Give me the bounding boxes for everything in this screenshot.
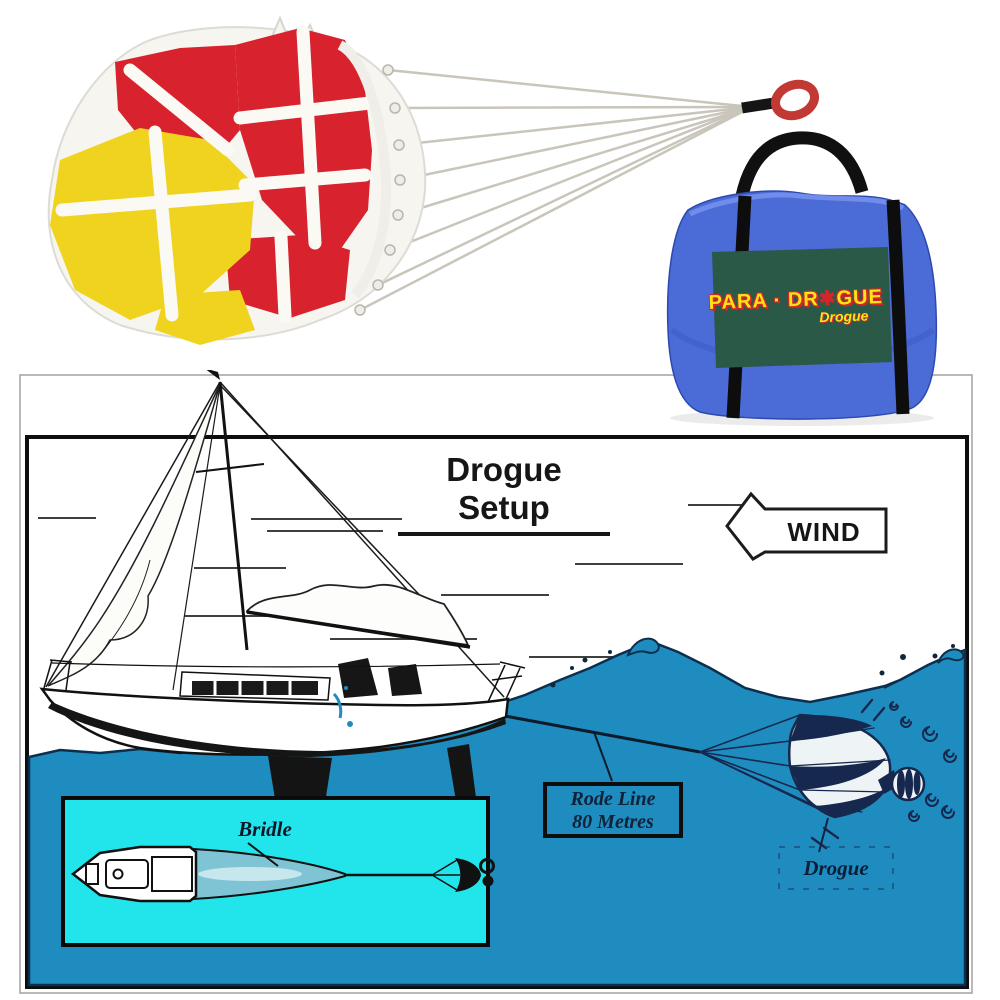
red-thimble-eye bbox=[771, 79, 819, 121]
bridle-label: Bridle bbox=[238, 817, 292, 841]
bow-pulpit bbox=[43, 659, 73, 691]
rode-line-callout-box: Rode Line 80 Metres bbox=[543, 782, 683, 838]
bag-brand-text: PARA · DR✱GUE Drogue bbox=[705, 284, 886, 329]
wind-arrow bbox=[725, 491, 888, 561]
drogue-float bbox=[878, 766, 926, 802]
drogue-setup-diagram bbox=[19, 370, 973, 994]
rode-line-text: Rode Line bbox=[570, 788, 656, 810]
bag-top-fold-highlight bbox=[688, 192, 905, 217]
canopy-skirt-band bbox=[337, 40, 392, 299]
drogue-gore-lines bbox=[789, 727, 891, 813]
inset-mini-drogue bbox=[431, 858, 495, 892]
bag-handle bbox=[735, 131, 869, 198]
spreader bbox=[195, 463, 265, 473]
bridle-highlight bbox=[198, 867, 302, 881]
parachute-drogue-photo bbox=[47, 15, 819, 345]
bag-strap-right bbox=[886, 199, 910, 415]
shroud-line bbox=[172, 384, 221, 691]
jib-fold bbox=[99, 559, 151, 656]
cabin-windows bbox=[192, 681, 318, 695]
brand-word-dr: DR bbox=[787, 288, 820, 312]
wave-crests bbox=[550, 637, 965, 689]
shroud-attachment-tabs bbox=[354, 64, 406, 316]
drogue-shroud-lines bbox=[699, 714, 836, 818]
bridle-leader-line bbox=[247, 842, 279, 867]
shroud-lines bbox=[359, 68, 743, 312]
brand-word-gue: GUE bbox=[836, 285, 884, 310]
forestay bbox=[45, 381, 221, 688]
spliced-eye-whipping bbox=[741, 97, 775, 114]
inset-boat-hull bbox=[70, 845, 198, 903]
mast bbox=[218, 381, 249, 651]
masthead-pennant bbox=[206, 370, 220, 380]
lifeline bbox=[51, 662, 501, 668]
bag-label-panel bbox=[712, 247, 892, 368]
diagram-title: Drogue Setup bbox=[398, 451, 610, 536]
drogue-label-leader-line bbox=[818, 817, 829, 853]
brand-star-icon: ✱ bbox=[818, 287, 837, 311]
inset-diagram bbox=[61, 796, 495, 947]
rode-box-leader-line bbox=[593, 731, 613, 782]
inset-deck-details bbox=[85, 856, 193, 892]
canopy-webbing-straps bbox=[55, 25, 377, 323]
brand-dot: · bbox=[773, 289, 782, 312]
rode-line bbox=[504, 714, 701, 754]
boom bbox=[246, 610, 471, 649]
hull-underbody bbox=[48, 702, 506, 757]
window-dividers bbox=[213, 681, 292, 695]
drogue-canopy-dark-gores bbox=[790, 714, 886, 817]
canopy-yellow-panels bbox=[50, 128, 255, 345]
stern-pushpit bbox=[487, 661, 526, 703]
drogue-bag-photo bbox=[666, 131, 938, 426]
flaked-mainsail bbox=[246, 583, 470, 647]
jib-sail bbox=[47, 383, 221, 687]
drogue-label-dashed-box bbox=[778, 846, 894, 890]
drogue-label: Drogue bbox=[803, 856, 869, 880]
brand-word-para: PARA bbox=[708, 290, 768, 315]
wind-arrow-label: WIND bbox=[787, 517, 861, 547]
motion-dashes bbox=[810, 698, 886, 850]
product-photos bbox=[47, 15, 938, 426]
bow-splash bbox=[332, 686, 353, 727]
rode-length-text: 80 Metres bbox=[572, 811, 654, 833]
water-swirls bbox=[889, 701, 957, 822]
drogue-chute bbox=[699, 698, 957, 850]
cockpit-gear bbox=[388, 664, 422, 696]
